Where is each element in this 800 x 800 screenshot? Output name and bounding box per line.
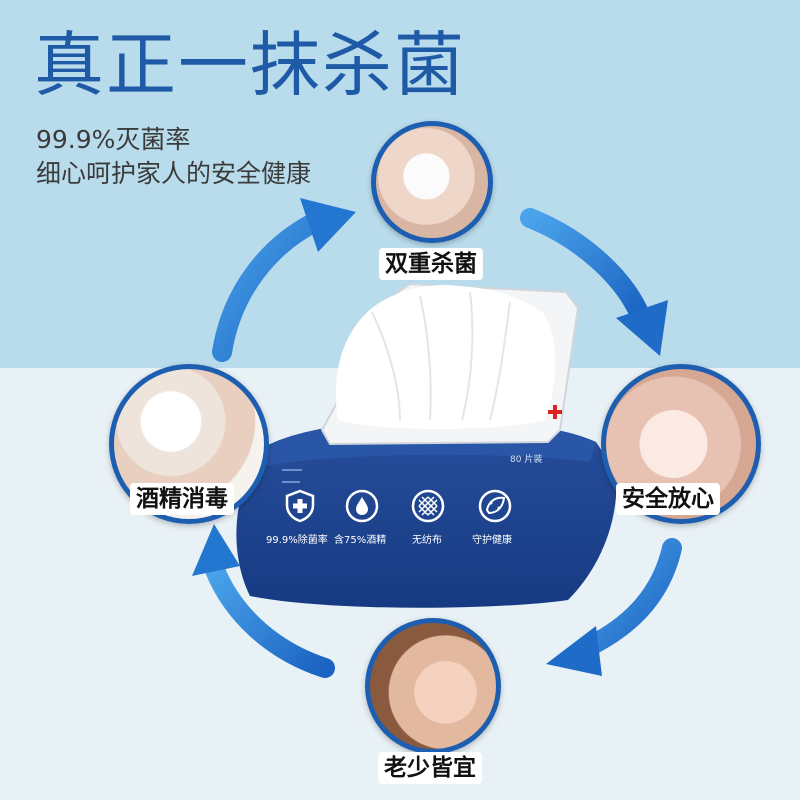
subtitle-line-1: 99.9%灭菌率	[36, 125, 191, 154]
arrow-bottom-right	[546, 538, 682, 676]
subtitle-line-2: 细心呵护家人的安全健康	[36, 159, 312, 188]
benefit-label-left: 酒精消毒	[130, 483, 234, 516]
feature-label-3: 无纺布	[412, 535, 442, 546]
feature-label-1: 99.9%除菌率	[266, 535, 328, 546]
package-count: 80 片装	[510, 455, 543, 465]
feature-label-2: 含75%酒精	[334, 535, 387, 546]
leaf-circle-icon	[478, 489, 512, 523]
feature-label-4: 守护健康	[472, 535, 512, 546]
headline: 真正一抹杀菌	[34, 24, 466, 106]
fabric-mesh-icon	[411, 489, 445, 523]
benefit-label-bottom: 老少皆宜	[378, 752, 482, 785]
benefit-label-right: 安全放心	[616, 483, 720, 516]
droplet-icon	[345, 489, 379, 523]
photo-mother-baby	[365, 618, 501, 754]
arrow-bottom-left	[192, 524, 335, 678]
arrow-top-right	[520, 208, 668, 356]
photo-wiping-hand	[371, 121, 493, 243]
arrow-top-left	[212, 198, 356, 362]
benefit-label-top: 双重杀菌	[379, 248, 483, 281]
shield-cross-icon	[285, 489, 315, 523]
